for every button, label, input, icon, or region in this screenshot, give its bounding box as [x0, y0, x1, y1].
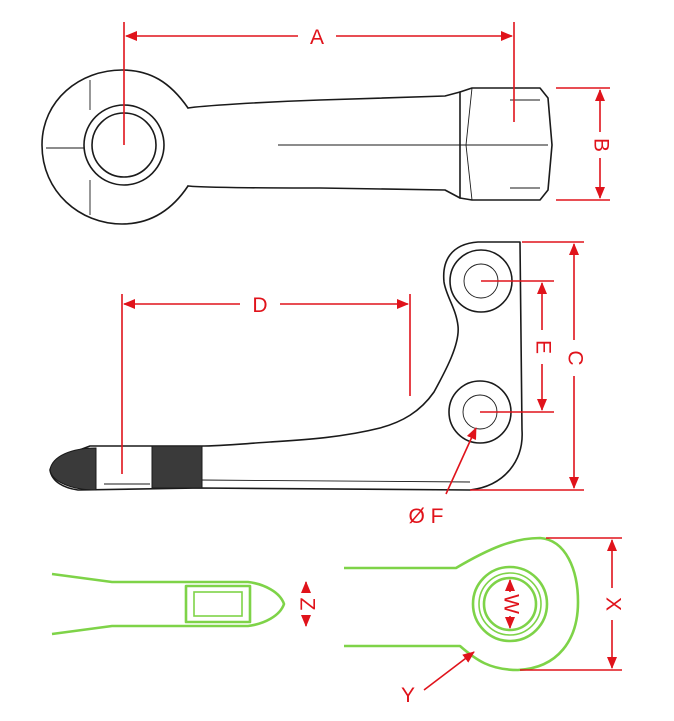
detail-end-view-outline — [51, 572, 286, 636]
dimension-d-label: D — [252, 294, 267, 317]
side-view-nose-section — [49, 447, 97, 491]
dimension-a: A — [123, 22, 515, 145]
top-view — [41, 69, 553, 225]
dimension-x-label: X — [601, 597, 624, 611]
top-view-shank-lower — [187, 185, 461, 199]
side-view — [49, 241, 523, 491]
top-view-eye-outline — [41, 69, 189, 225]
detail-end-view — [51, 572, 286, 636]
detail-eye-view — [344, 536, 580, 672]
dimension-f-label: Ø F — [409, 505, 444, 528]
dimension-d: D — [121, 294, 411, 474]
detail-eye-view-ring-inner — [482, 576, 538, 632]
dimension-c-label: C — [563, 350, 586, 365]
detail-end-view-slot-inner — [193, 591, 243, 617]
dimension-y: Y — [401, 651, 475, 707]
dimension-b-label: B — [589, 138, 612, 152]
dimension-a-label: A — [310, 26, 324, 49]
dimension-x: X — [520, 537, 624, 671]
top-view-shank-upper — [187, 91, 461, 109]
top-view-hex-end — [459, 87, 553, 201]
dimension-e: E — [480, 280, 554, 413]
dimension-w-label: W — [499, 594, 522, 614]
dimension-z-label: Z — [295, 598, 318, 611]
dimension-c: C — [470, 241, 586, 491]
detail-eye-view-ring-outer — [471, 565, 549, 643]
side-view-outline — [49, 241, 523, 491]
dimension-b: B — [556, 87, 612, 201]
dimension-z: Z — [295, 581, 318, 627]
dimension-y-label: Y — [401, 684, 415, 707]
dimension-f: Ø F — [409, 427, 477, 528]
detail-eye-view-outline — [344, 536, 580, 672]
dimension-w: W — [499, 579, 522, 629]
side-view-shank-section — [151, 445, 203, 489]
dimension-e-label: E — [531, 340, 554, 354]
detail-end-view-slot-outer — [184, 584, 252, 624]
